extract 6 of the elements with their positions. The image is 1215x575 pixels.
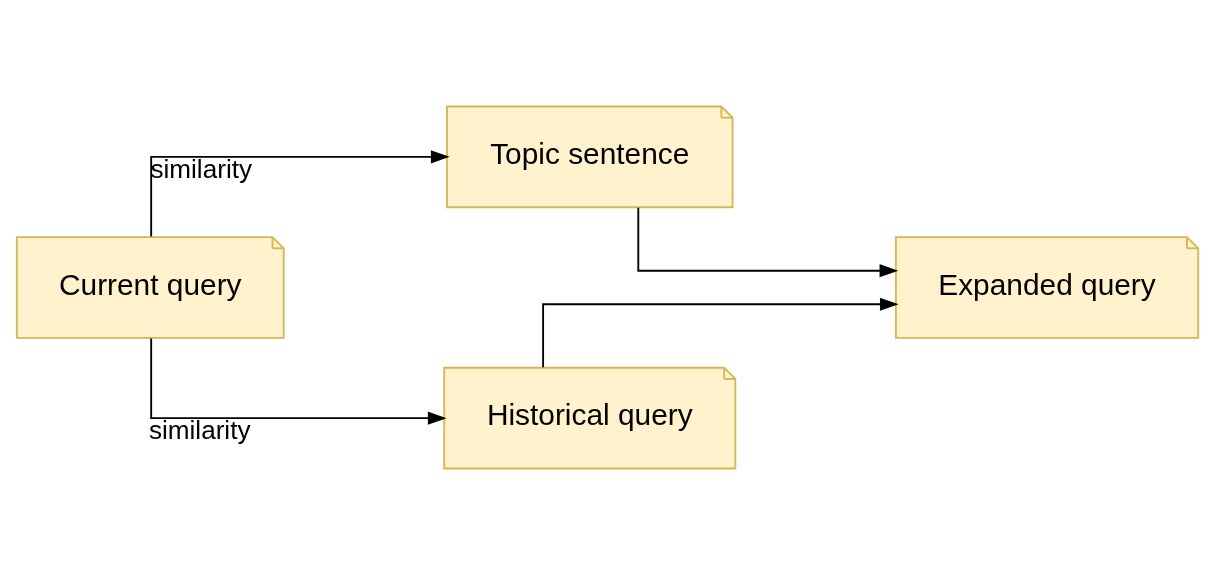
arrow — [150, 150, 450, 238]
edge-label: similarity — [150, 153, 252, 184]
arrow — [542, 297, 899, 369]
arrow — [150, 337, 447, 425]
arrow — [637, 206, 899, 278]
edge-label: similarity — [148, 415, 251, 446]
